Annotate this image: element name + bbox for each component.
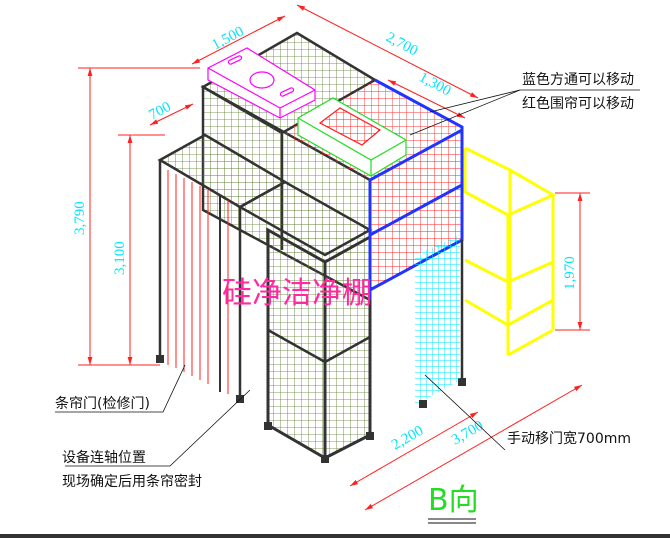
- strip-door-note: 条帘门(检修门): [55, 395, 150, 412]
- dim-base-width: 2,200: [389, 423, 426, 454]
- dim-top-length: 2,700: [383, 29, 420, 59]
- dim-red-section: 1,300: [416, 69, 453, 99]
- dimension-lines: [78, 4, 590, 511]
- dim-wing-depth: 700: [146, 99, 173, 124]
- dim-inner-height: 3,100: [112, 241, 128, 275]
- shaft-position-note: 设备连轴位置: [62, 449, 146, 466]
- yellow-door-frame: [463, 146, 557, 357]
- left-wing-frame: [156, 133, 288, 403]
- leader-lines: [55, 89, 640, 467]
- view-direction-label: B向: [428, 483, 479, 518]
- ffu-unit-green: [297, 97, 407, 177]
- shaft-seal-note: 现场确定后用条帘密封: [62, 473, 202, 490]
- front-tower: [264, 227, 374, 463]
- red-curtain-note: 红色围帘可以移动: [522, 95, 634, 112]
- dim-total-height: 3,790: [72, 201, 88, 235]
- dim-door-height: 1,970: [562, 256, 578, 290]
- dim-top-width: 1,500: [209, 24, 246, 54]
- sliding-door-panel: [415, 235, 460, 408]
- bottom-border: [0, 534, 670, 538]
- sliding-door-note: 手动移门宽700mm: [507, 430, 631, 447]
- drawing-title: 硅净洁净棚: [222, 276, 372, 311]
- blue-tube-note: 蓝色方通可以移动: [522, 71, 634, 88]
